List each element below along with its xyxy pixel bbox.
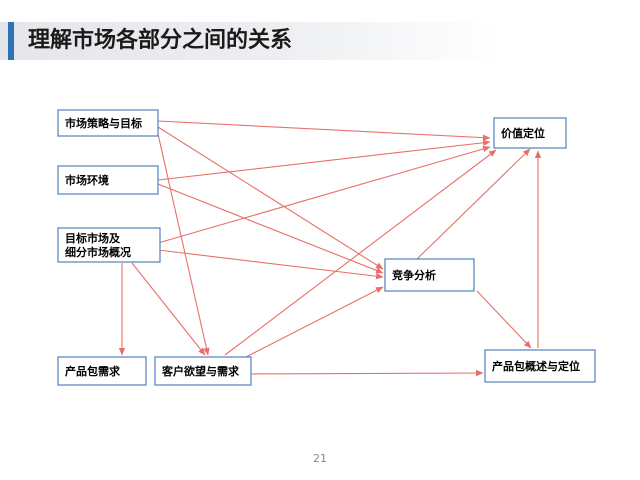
- arrow-environment-to-competition: [157, 183, 384, 274]
- arrow-strategy-to-value: [157, 120, 491, 141]
- arrow-strategy-to-customer: [157, 133, 210, 356]
- node-product-need: 产品包需求: [57, 356, 147, 386]
- node-label: 细分市场概况: [65, 245, 131, 259]
- node-label: 市场环境: [65, 173, 109, 187]
- title-accent-bar: [8, 22, 14, 60]
- node-label: 市场策略与目标: [65, 116, 142, 130]
- arrow-environment-to-value: [157, 139, 491, 181]
- node-environment: 市场环境: [57, 165, 159, 195]
- node-label: 产品包需求: [65, 364, 121, 378]
- arrow-target-to-customer: [131, 262, 206, 356]
- arrow-competition-to-value: [416, 148, 531, 260]
- node-product-pos: 产品包概述与定位: [484, 349, 596, 383]
- node-competition: 竞争分析: [384, 258, 475, 292]
- node-box: [484, 349, 596, 383]
- node-box: [154, 356, 252, 386]
- slide-title: 理解市场各部分之间的关系: [28, 28, 293, 53]
- node-customer: 客户欲望与需求: [154, 356, 252, 386]
- arrow-customer-to-product_pos: [250, 369, 484, 377]
- node-box: [57, 356, 147, 386]
- node-label: 价值定位: [501, 126, 545, 140]
- arrow-customer-to-value: [224, 149, 497, 356]
- nodes-layer: 市场策略与目标市场环境目标市场及细分市场概况产品包需求客户欲望与需求价值定位竞争…: [57, 109, 596, 386]
- node-value: 价值定位: [493, 117, 567, 149]
- page-number: 21: [313, 452, 327, 465]
- node-box: [384, 258, 475, 292]
- node-label: 竞争分析: [392, 268, 436, 282]
- arrow-customer-to-competition: [239, 286, 384, 361]
- arrow-competition-to-product_pos: [476, 290, 532, 349]
- node-label: 客户欲望与需求: [161, 364, 240, 378]
- node-box: [493, 117, 567, 149]
- node-box: [57, 165, 159, 195]
- title-bar: [0, 22, 500, 60]
- node-label: 目标市场及: [65, 231, 121, 245]
- arrow-strategy-to-competition: [157, 126, 384, 270]
- node-box: [57, 109, 159, 137]
- node-box: [57, 227, 161, 263]
- node-label: 产品包概述与定位: [492, 359, 580, 373]
- node-strategy: 市场策略与目标: [57, 109, 159, 137]
- arrow-target-to-value: [157, 145, 491, 244]
- edges-layer: [118, 120, 542, 377]
- arrow-target-to-competition: [157, 249, 384, 280]
